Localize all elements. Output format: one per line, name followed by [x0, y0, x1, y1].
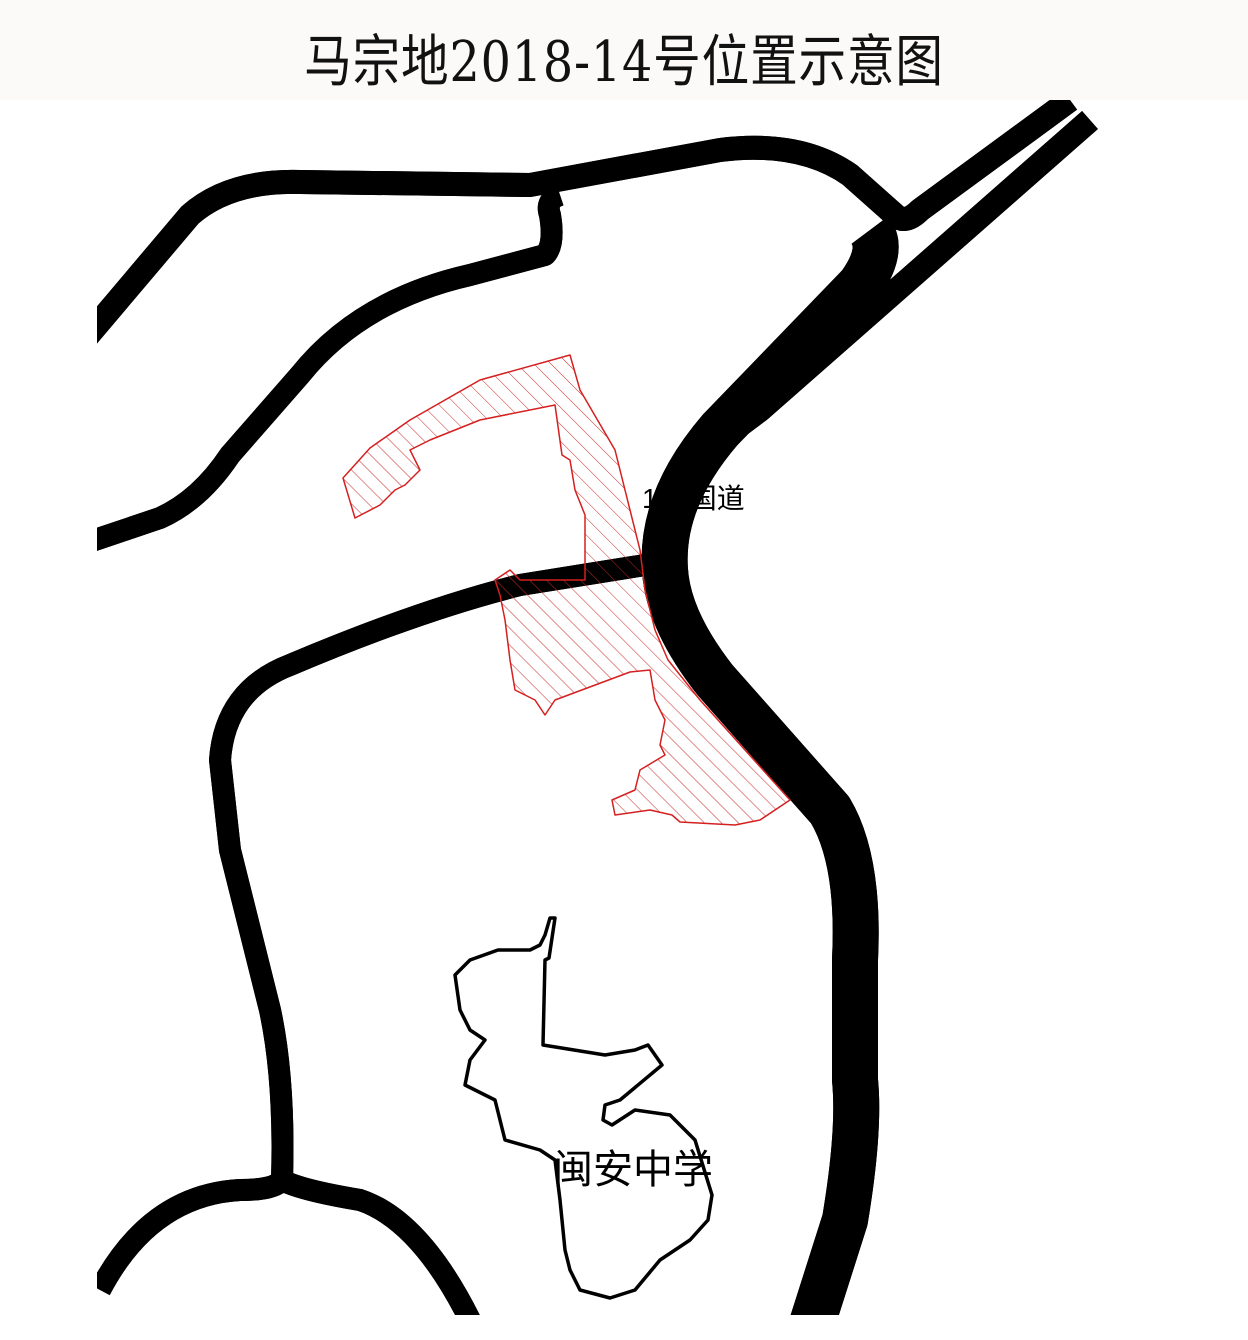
title-band	[0, 0, 1248, 100]
school-label: 闽安中学	[553, 1148, 713, 1192]
school-boundary	[453, 916, 714, 1300]
road-label-104: 104国道	[642, 483, 745, 514]
road-network	[97, 100, 1090, 1315]
map-title: 马宗地2018-14号位置示意图	[304, 30, 944, 95]
land-parcel	[342, 354, 791, 826]
